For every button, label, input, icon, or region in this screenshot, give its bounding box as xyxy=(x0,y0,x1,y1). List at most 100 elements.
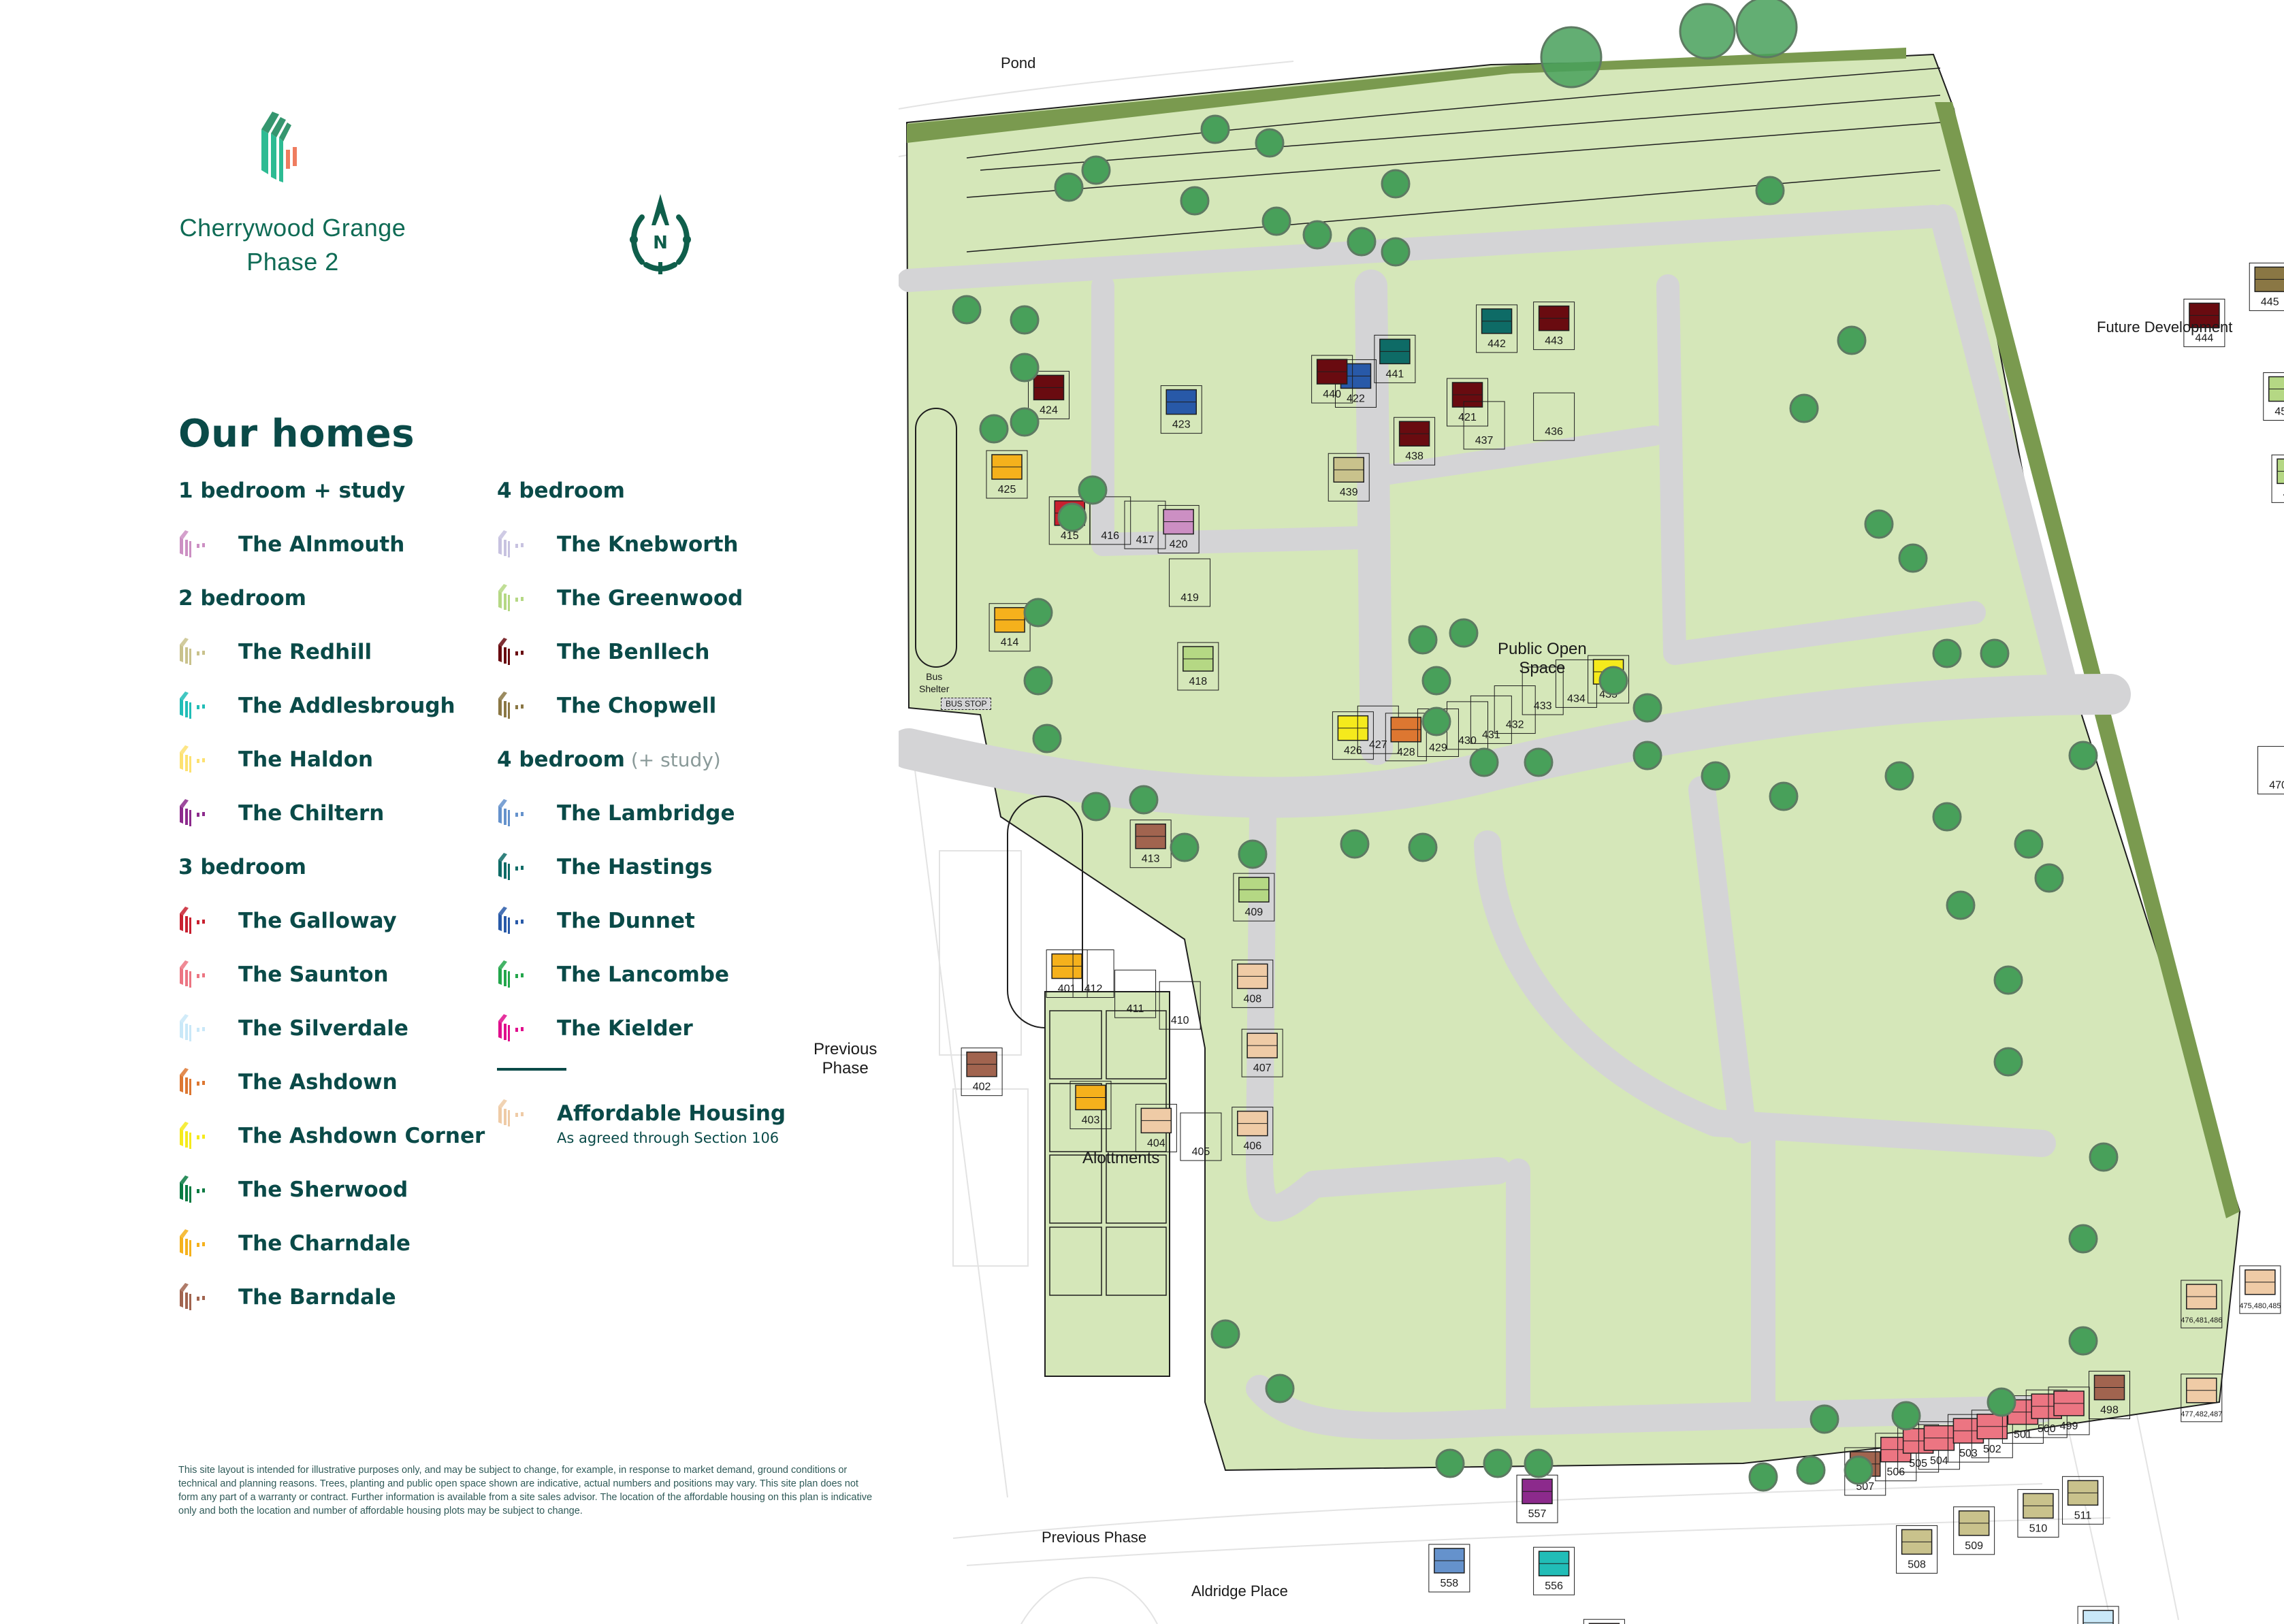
plot-441[interactable]: 441 xyxy=(1374,334,1416,383)
tree-icon xyxy=(1449,618,1479,648)
plot-boundary xyxy=(2181,1374,2223,1423)
plot-403[interactable]: 403 xyxy=(1069,1080,1112,1129)
plot-498[interactable]: 498 xyxy=(2089,1371,2130,1420)
plot-428[interactable]: 428 xyxy=(1385,713,1427,762)
plot-453[interactable]: 453 xyxy=(2271,454,2284,503)
plot-508[interactable]: 508 xyxy=(1896,1525,1938,1574)
label-previous-phase-west: Previous Phase xyxy=(814,1040,878,1077)
plot-408[interactable]: 408 xyxy=(1232,959,1274,1008)
plot-454[interactable]: 454 xyxy=(2263,372,2284,421)
plot-number: 419 xyxy=(1180,592,1199,604)
plot-558[interactable]: 558 xyxy=(1428,1544,1470,1593)
plot-433[interactable]: 433 xyxy=(1522,666,1564,715)
plot-boundary xyxy=(1447,378,1488,427)
plot-431[interactable]: 431 xyxy=(1470,695,1512,744)
tree-layer xyxy=(952,114,2119,1492)
plot-412[interactable]: 412 xyxy=(1072,949,1114,998)
plot-509[interactable]: 509 xyxy=(1953,1506,1995,1555)
plot-409[interactable]: 409 xyxy=(1233,873,1275,922)
plot-boundary xyxy=(2017,1489,2059,1538)
plot-416[interactable]: 416 xyxy=(1089,496,1131,545)
plot-402[interactable]: 402 xyxy=(961,1048,1003,1097)
plot-413[interactable]: 413 xyxy=(1129,819,1172,868)
plot-444[interactable]: 444 xyxy=(2183,298,2225,347)
plot-boundary xyxy=(1048,496,1091,545)
plot-boundary xyxy=(2249,262,2284,311)
plot-boundary xyxy=(1072,949,1114,998)
plot-440[interactable]: 440 xyxy=(1311,355,1353,404)
plot-418[interactable]: 418 xyxy=(1177,642,1219,691)
tree-icon xyxy=(2068,741,2098,770)
legend-group-title: 2 bedroom xyxy=(178,586,306,611)
plot-437[interactable]: 437 xyxy=(1463,401,1505,450)
house-type-swatch-icon xyxy=(497,692,536,720)
plot-401[interactable]: 401 xyxy=(1046,949,1088,998)
legend-item-the-ashdown-corner: The Ashdown Corner xyxy=(178,1122,505,1150)
house-type-swatch-icon xyxy=(497,1099,536,1128)
plot-number: 418 xyxy=(1189,676,1207,687)
plot-438[interactable]: 438 xyxy=(1394,417,1436,466)
tree-icon xyxy=(1993,1047,2023,1077)
legend-item-the-dunnet: The Dunnet xyxy=(497,907,824,935)
plot-414[interactable]: 414 xyxy=(988,603,1031,652)
northern-hedge xyxy=(907,48,1906,143)
plot-502[interactable]: 502 xyxy=(1971,1410,2013,1459)
plot-410[interactable]: 410 xyxy=(1159,981,1201,1030)
plot-boundary xyxy=(1311,355,1353,404)
legend-item-the-charndale: The Charndale xyxy=(178,1229,505,1258)
plot-number: 498 xyxy=(2100,1405,2119,1416)
plot-556[interactable]: 556 xyxy=(1533,1546,1575,1595)
plot-boundary xyxy=(1028,370,1069,419)
plot-425[interactable]: 425 xyxy=(986,450,1028,499)
plot-499[interactable]: 499 xyxy=(2048,1386,2090,1435)
plot-number: 422 xyxy=(1347,393,1365,404)
legend-item-the-benllech: The Benllech xyxy=(497,638,824,666)
plot-514[interactable]: 514 xyxy=(2077,1606,2119,1624)
plot-404[interactable]: 404 xyxy=(1135,1103,1177,1152)
plot-442[interactable]: 442 xyxy=(1476,304,1518,353)
plot-432[interactable]: 432 xyxy=(1494,685,1536,734)
plot-439[interactable]: 439 xyxy=(1328,453,1370,502)
plot-boundary xyxy=(1232,959,1274,1008)
plot-406[interactable]: 406 xyxy=(1232,1107,1274,1156)
tree-icon xyxy=(1023,598,1053,628)
plot-411[interactable]: 411 xyxy=(1114,969,1157,1018)
plot-419[interactable]: 419 xyxy=(1169,558,1211,607)
tree-icon xyxy=(1408,832,1438,862)
plot-510[interactable]: 510 xyxy=(2017,1489,2059,1538)
house-footprint[interactable] xyxy=(2082,1610,2114,1624)
plot-470[interactable]: 470 xyxy=(2257,746,2284,795)
plot-511[interactable]: 511 xyxy=(2062,1476,2104,1525)
plot-443[interactable]: 443 xyxy=(1533,302,1575,351)
tree-icon xyxy=(1255,128,1285,158)
legend-item-the-redhill: The Redhill xyxy=(178,638,505,666)
plot-boundary xyxy=(1476,304,1518,353)
plot-423[interactable]: 423 xyxy=(1160,385,1202,434)
house-type-swatch-icon xyxy=(178,745,218,774)
plot-boundary xyxy=(2271,454,2284,503)
plot-475-480-485[interactable]: 475,480,485 xyxy=(2239,1265,2281,1314)
plot-407[interactable]: 407 xyxy=(1241,1028,1283,1077)
tree-icon xyxy=(1598,666,1628,696)
plot-boundary xyxy=(2183,298,2225,347)
plot-420[interactable]: 420 xyxy=(1157,505,1200,554)
tree-icon xyxy=(1302,220,1332,250)
plot-436[interactable]: 436 xyxy=(1533,392,1575,441)
plot-421[interactable]: 421 xyxy=(1447,378,1488,427)
plot-557[interactable]: 557 xyxy=(1516,1474,1558,1523)
plot-445[interactable]: 445 xyxy=(2249,262,2284,311)
plot-number: 403 xyxy=(1082,1114,1100,1126)
plot-504[interactable]: 504 xyxy=(1918,1421,1960,1470)
plot-405[interactable]: 405 xyxy=(1180,1112,1222,1161)
plot-476-481-486[interactable]: 476,481,486 xyxy=(2181,1280,2222,1329)
plot-boundary xyxy=(1114,969,1157,1018)
plot-424[interactable]: 424 xyxy=(1028,370,1069,419)
plot-number: 409 xyxy=(1244,907,1263,918)
plot-555[interactable]: 555 xyxy=(1583,1619,1625,1624)
plot-477-482-487[interactable]: 477,482,487 xyxy=(2181,1374,2223,1423)
